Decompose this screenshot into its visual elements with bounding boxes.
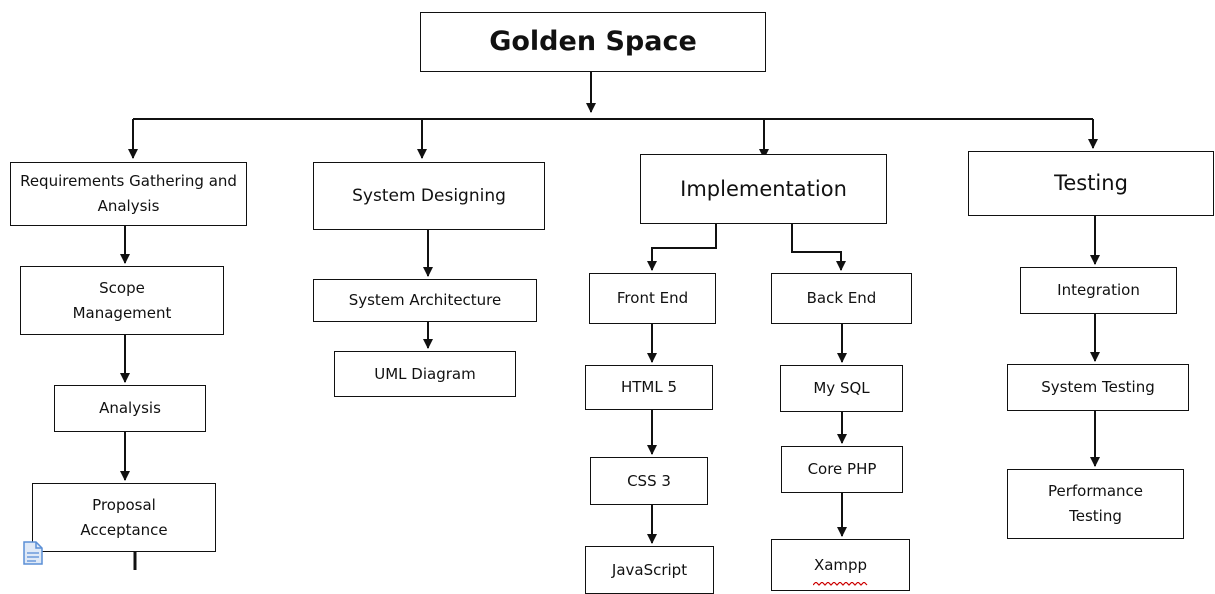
node-xampp-label: Xampp: [813, 555, 868, 574]
node-core-php: Core PHP: [781, 446, 903, 493]
node-proposal-acceptance-label: Proposal Acceptance: [80, 495, 168, 539]
node-mysql-label: My SQL: [813, 379, 870, 398]
node-system-architecture: System Architecture: [313, 279, 537, 322]
root-title: Golden Space: [489, 25, 697, 57]
node-html5: HTML 5: [585, 365, 713, 410]
phase-testing-label: Testing: [1054, 171, 1128, 196]
phase-requirements: Requirements Gathering and Analysis: [10, 162, 247, 226]
node-proposal-acceptance: Proposal Acceptance: [32, 483, 216, 552]
node-system-architecture-label: System Architecture: [348, 291, 502, 310]
phase-implementation: Implementation: [640, 154, 887, 224]
phase-requirements-label: Requirements Gathering and Analysis: [20, 172, 237, 215]
node-scope-management: Scope Management: [20, 266, 224, 335]
node-analysis-label: Analysis: [99, 399, 161, 418]
node-back-end: Back End: [771, 273, 912, 324]
node-performance-testing-label: Performance Testing: [1047, 482, 1144, 525]
phase-implementation-label: Implementation: [680, 176, 847, 201]
node-performance-testing: Performance Testing: [1007, 469, 1184, 539]
node-uml-diagram: UML Diagram: [334, 351, 516, 397]
node-css3: CSS 3: [590, 457, 708, 505]
node-system-testing-label: System Testing: [1041, 378, 1155, 397]
node-core-php-label: Core PHP: [807, 460, 877, 479]
node-javascript: JavaScript: [585, 546, 714, 594]
node-system-testing: System Testing: [1007, 364, 1189, 411]
node-scope-management-label: Scope Management: [72, 278, 172, 322]
node-html5-label: HTML 5: [620, 378, 678, 397]
node-front-end: Front End: [589, 273, 716, 324]
phase-testing: Testing: [968, 151, 1214, 216]
node-front-end-label: Front End: [616, 289, 689, 308]
document-icon[interactable]: [22, 540, 46, 566]
node-back-end-label: Back End: [806, 289, 877, 308]
node-integration: Integration: [1020, 267, 1177, 314]
spellcheck-underline: [813, 582, 868, 586]
root-node: Golden Space: [420, 12, 766, 72]
node-css3-label: CSS 3: [627, 471, 671, 490]
phase-design-label: System Designing: [352, 185, 506, 206]
node-mysql: My SQL: [780, 365, 903, 412]
node-integration-label: Integration: [1057, 281, 1140, 300]
node-analysis: Analysis: [54, 385, 206, 432]
node-javascript-label: JavaScript: [611, 560, 688, 579]
node-uml-diagram-label: UML Diagram: [374, 364, 476, 383]
phase-design: System Designing: [313, 162, 545, 230]
